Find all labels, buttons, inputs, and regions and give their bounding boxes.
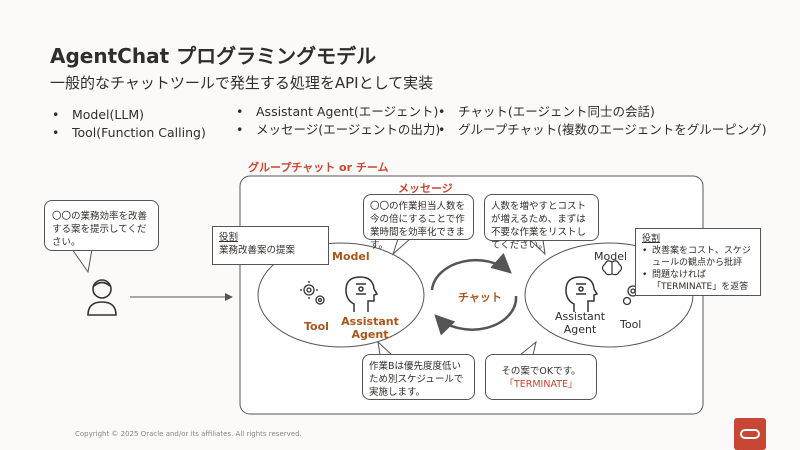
bullet-column-2: Assistant Agent(エージェント) メッセージ(エージェントの出力) [236, 103, 440, 139]
bullet-item: チャット(エージェント同士の会話) [438, 103, 767, 121]
chat-cycle-bottom-arrow [434, 295, 518, 336]
role-title: 役割 [219, 232, 239, 243]
user-icon [87, 279, 117, 316]
user-bubble-tail [71, 248, 93, 274]
bullet-item: Model(LLM) [52, 106, 206, 124]
brain-head-icon [345, 276, 379, 312]
brain-head-icon [565, 276, 599, 312]
left-model-label: Model [332, 250, 370, 263]
page-title: AgentChat プログラミングモデル [50, 44, 377, 68]
role-item: •改善案をコスト、スケジュールの観点から批評 [642, 246, 751, 268]
role-text: 業務改善案の提案 [219, 245, 296, 256]
left-tool-label: Tool [304, 320, 329, 333]
bullet-column-1: Model(LLM) Tool(Function Calling) [52, 106, 206, 142]
chat-label: チャット [458, 291, 502, 304]
right-role-box: 役割 •改善案をコスト、スケジュールの観点から批評 •問題なければ「TERMIN… [635, 228, 761, 296]
message-label: メッセージ [398, 182, 453, 195]
role-title: 役割 [642, 234, 661, 244]
bullet-column-3: チャット(エージェント同士の会話) グループチャット(複数のエージェントをグルー… [438, 103, 767, 139]
copyright-text: Copyright © 2025 Oracle and/or its affil… [75, 430, 302, 438]
bullet-item: Tool(Function Calling) [52, 124, 206, 142]
model-brain-icon [601, 260, 623, 276]
bullet-item: メッセージ(エージェントの出力) [236, 121, 440, 139]
right-model-label: Model [594, 250, 628, 263]
user-request-bubble: 〇〇の業務効率を改善する案を提示してください。 [44, 200, 159, 251]
message-bubble-1: 〇〇の作業担当人数を今の倍にすることで作業時間を効率化できます。 [363, 194, 474, 251]
bubble-tail [391, 238, 411, 256]
bullet-item: Assistant Agent(エージェント) [236, 103, 440, 121]
bubble-tail [529, 239, 546, 256]
oracle-logo-icon [734, 418, 766, 450]
right-tool-label: Tool [620, 318, 642, 331]
right-agent-label: Assistant Agent [554, 310, 606, 336]
chat-cycle-top-arrow [430, 252, 512, 291]
left-agent-label: Assistant Agent [341, 315, 399, 341]
group-chat-label: グループチャット or チーム [248, 161, 389, 174]
terminate-text: 「TERMINATE」 [504, 379, 578, 390]
bubble-tail [377, 340, 393, 356]
message-bubble-4: その案でOKです。 「TERMINATE」 [485, 354, 597, 400]
left-role-box: 役割 業務改善案の提案 [212, 226, 329, 265]
page-subtitle: 一般的なチャットツールで発生する処理をAPIとして実装 [50, 74, 434, 92]
role-item: •問題なければ「TERMINATE」を返答 [642, 270, 749, 292]
left-agent-ellipse [257, 242, 425, 348]
bullet-item: グループチャット(複数のエージェントをグルーピング) [438, 121, 767, 139]
bubble-tail [519, 340, 537, 356]
message-bubble-2: 人数を増やすとコストが増えるため、まずは不要な作業をリストしてください。 [484, 194, 599, 251]
message-bubble-3: 作業Bは優先度度低いため別スケジュールで実施します。 [362, 354, 475, 400]
gear-icon [300, 281, 325, 305]
message-text: その案でOKです。 [501, 366, 581, 377]
